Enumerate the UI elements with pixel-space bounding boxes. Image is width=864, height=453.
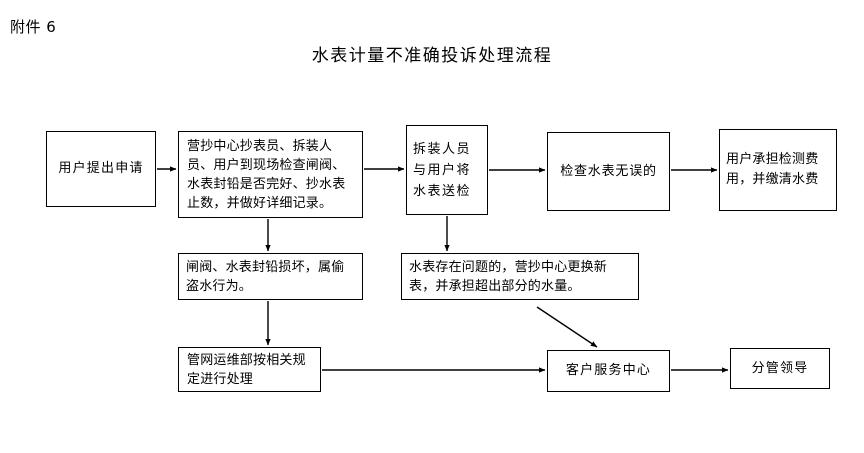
node-user-pays-testing-fee[interactable]: 用户承担检测费用，并缴清水费 (719, 129, 837, 211)
node-onsite-inspection[interactable]: 营抄中心抄表员、拆装人员、用户到现场检查闸阀、水表封铅是否完好、抄水表止数，并做… (178, 131, 363, 218)
node-label: 拆装人员与用户将水表送检 (413, 141, 472, 199)
node-label: 管网运维部按相关规定进行处理 (187, 352, 306, 387)
node-meter-faulty-replace[interactable]: 水表存在问题的，营抄中心更换新表，并承担超出部分的水量。 (401, 253, 639, 300)
node-user-application[interactable]: 用户提出申请 (46, 131, 156, 207)
node-pipeline-ops-department[interactable]: 管网运维部按相关规定进行处理 (178, 347, 321, 392)
node-seal-damage-water-theft[interactable]: 闸阀、水表封铅损坏，属偷盗水行为。 (178, 253, 363, 300)
node-meter-no-fault[interactable]: 检查水表无误的 (547, 132, 670, 211)
node-label: 客户服务中心 (565, 363, 652, 378)
node-label: 用户承担检测费用，并缴清水费 (726, 152, 819, 187)
node-label: 水表存在问题的，营抄中心更换新表，并承担超出部分的水量。 (409, 259, 608, 294)
node-supervising-leader[interactable]: 分管领导 (730, 348, 830, 389)
node-label: 分管领导 (751, 360, 809, 376)
node-label: 检查水表无误的 (560, 163, 657, 179)
node-customer-service-center[interactable]: 客户服务中心 (547, 350, 670, 392)
attachment-label: 附件 6 (10, 18, 57, 36)
node-label: 营抄中心抄表员、拆装人员、用户到现场检查闸阀、水表封铅是否完好、抄水表止数，并做… (187, 138, 346, 211)
node-label: 用户提出申请 (58, 161, 144, 176)
page-title: 水表计量不准确投诉处理流程 (311, 46, 553, 66)
edge-replace-to-service (536, 306, 598, 348)
node-label: 闸阀、水表封铅损坏，属偷盗水行为。 (186, 259, 345, 294)
node-send-meter-for-test[interactable]: 拆装人员与用户将水表送检 (406, 125, 488, 215)
